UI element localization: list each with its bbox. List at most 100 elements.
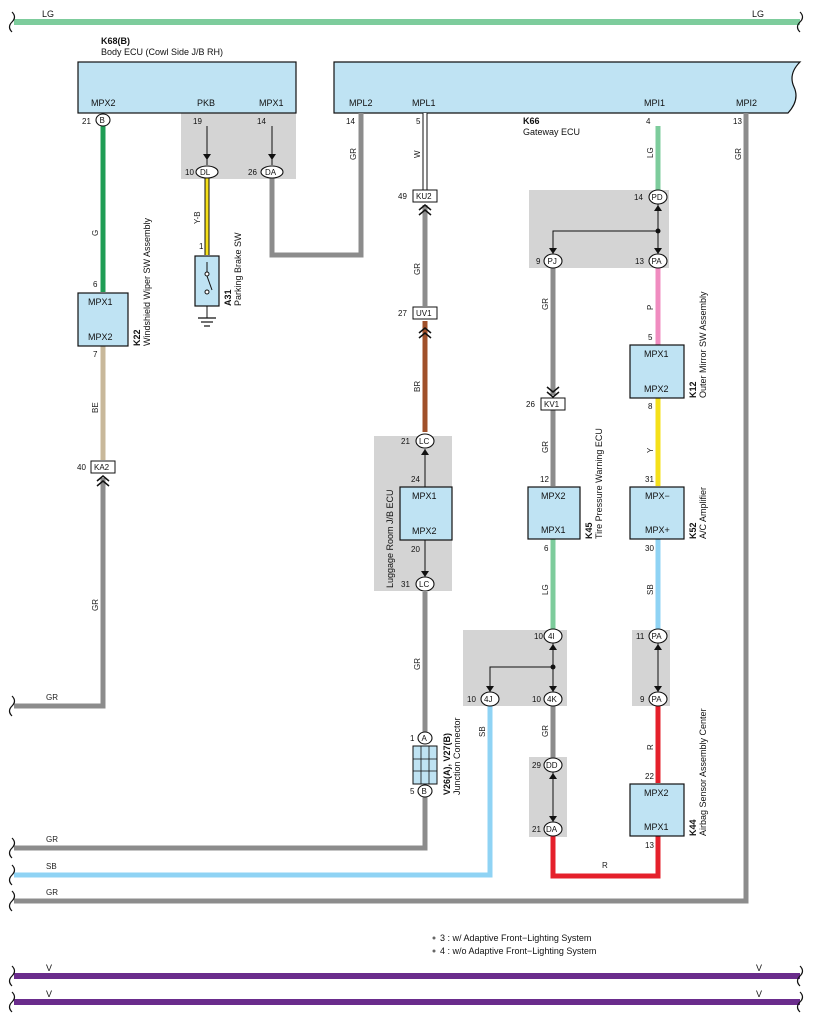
gateway-pin-14: 14 <box>346 117 355 126</box>
gateway-term-mpi2: MPI2 <box>736 98 757 108</box>
connector-pa-top-label: PA <box>652 257 663 266</box>
connector-dl: DL 10 <box>185 154 219 179</box>
v-bus-2-label-right: V <box>756 989 762 999</box>
junction-a-pin: 1 <box>410 734 415 743</box>
v-bus-2-label-left: V <box>46 989 52 999</box>
left-wire-ends: GR GR SB GR <box>8 693 58 912</box>
connector-pa-group: PA 11 PA 9 <box>636 628 668 707</box>
connector-lc-top-label: LC <box>419 437 429 446</box>
k52-code: K52 <box>688 522 698 539</box>
connector-pa-low-label: PA <box>652 695 663 704</box>
luggage-term-mpx1: MPX1 <box>412 491 437 501</box>
wire-label-gr-lc: GR <box>413 658 422 670</box>
k44-pin-13: 13 <box>645 841 654 850</box>
wire-label-r-bottom: R <box>602 861 608 870</box>
connector-da-pin: 26 <box>248 168 257 177</box>
connector-4k-pin: 10 <box>532 695 541 704</box>
k22-term-mpx2: MPX2 <box>88 332 113 342</box>
connector-da-label: DA <box>265 168 277 177</box>
connector-pa-low-pin: 9 <box>640 695 645 704</box>
luggage-pin-20: 20 <box>411 545 420 554</box>
notes: 3 : w/ Adaptive Front−Lighting System 4 … <box>432 933 596 956</box>
connector-4j-pin: 10 <box>467 695 476 704</box>
body-ecu-pin-19: 19 <box>193 117 202 126</box>
gateway-ecu-name: Gateway ECU <box>523 127 580 137</box>
k12-pin-5: 5 <box>648 333 653 342</box>
wire-label-gr-mpl2: GR <box>349 148 358 160</box>
k44-airbag-sensor: 22 MPX2 MPX1 13 K44 Airbag Sensor Assemb… <box>629 708 708 850</box>
left-label-gr2: GR <box>46 835 58 844</box>
connector-lc-top-pin: 21 <box>401 437 410 446</box>
junction-a-label: A <box>422 734 428 743</box>
body-ecu-term-mpx2: MPX2 <box>91 98 116 108</box>
note-2: 4 : w/o Adaptive Front−Lighting System <box>440 946 596 956</box>
k12-pin-8: 8 <box>648 402 653 411</box>
connector-dd-group: DD 29 DA 21 <box>532 757 563 837</box>
connector-pd-pin: 14 <box>634 193 643 202</box>
connector-uv1-label: UV1 <box>416 309 432 318</box>
connector-pj-pin: 9 <box>536 257 541 266</box>
k52-amplifier: 31 MPX− MPX+ 30 K52 A/C Amplifier <box>629 475 708 553</box>
connector-uv1-pin: 27 <box>398 309 407 318</box>
junction-code: V26(A), V27(B) <box>442 733 452 795</box>
left-label-gr1: GR <box>46 693 58 702</box>
wire-label-yb: Y-B <box>193 211 202 224</box>
junction-b-label: B <box>422 787 427 796</box>
wire-label-r-pa: R <box>646 744 655 750</box>
connector-dd-pin: 29 <box>532 761 541 770</box>
k12-term-mpx1: MPX1 <box>644 349 669 359</box>
wire-paths <box>14 113 749 904</box>
connector-kv1-pin: 26 <box>526 400 535 409</box>
connector-b-label: B <box>100 116 105 125</box>
connector-ka2-label: KA2 <box>94 463 110 472</box>
connector-lc-bot-label: LC <box>419 580 429 589</box>
parking-brake-pin: 1 <box>199 242 204 251</box>
wire-label-w: W <box>413 150 422 158</box>
connector-4i-pin: 10 <box>534 632 543 641</box>
connector-4i-group: 4I 10 4J 10 4K 10 <box>467 628 563 707</box>
gateway-ecu: MPL2 MPL1 MPI1 MPI2 14 5 4 13 K66 Gatewa… <box>333 61 802 137</box>
luggage-pin-24: 24 <box>411 475 420 484</box>
k12-name: Outer Mirror SW Assembly <box>698 291 708 398</box>
luggage-term-mpx2: MPX2 <box>412 526 437 536</box>
k45-term-mpx1: MPX1 <box>541 525 566 535</box>
gateway-term-mpi1: MPI1 <box>644 98 665 108</box>
connector-4i-label: 4I <box>548 632 555 641</box>
luggage-ecu-name: Luggage Room J/B ECU <box>385 489 395 588</box>
parking-brake-code: A31 <box>223 289 233 306</box>
k45-name: Tire Pressure Warning ECU <box>594 428 604 539</box>
gateway-ecu-code: K66 <box>523 116 540 126</box>
k45-pin-12: 12 <box>540 475 549 484</box>
k22-pin-7: 7 <box>93 350 98 359</box>
lg-bus-label-left: LG <box>42 9 54 19</box>
connector-pa-mid-label: PA <box>652 632 663 641</box>
junction-b-pin: 5 <box>410 787 415 796</box>
k45-ecu: 12 MPX2 MPX1 6 K45 Tire Pressure Warning… <box>527 428 604 553</box>
connector-kv1-label: KV1 <box>544 400 560 409</box>
junction-connector: A 1 B 5 V26(A), V27(B) Junction Connecto… <box>410 717 462 798</box>
connector-da2-label: DA <box>546 825 558 834</box>
k52-term-mpx-plus: MPX+ <box>645 525 670 535</box>
wire-label-gr-mpi2: GR <box>734 148 743 160</box>
wire-label-sb-4j: SB <box>478 726 487 737</box>
body-ecu-term-mpx1: MPX1 <box>259 98 284 108</box>
wire-label-gr-4k: GR <box>541 725 550 737</box>
gateway-term-mpl1: MPL1 <box>412 98 436 108</box>
wire-label-p: P <box>646 305 655 310</box>
parking-brake-sw: 1 A31 Parking Brake SW <box>194 232 243 327</box>
k52-pin-31: 31 <box>645 475 654 484</box>
k22-pin-6: 6 <box>93 280 98 289</box>
k12-term-mpx2: MPX2 <box>644 384 669 394</box>
wire-label-gr-kv1: GR <box>541 441 550 453</box>
connector-dd-label: DD <box>546 761 558 770</box>
k22-assembly: 6 MPX1 MPX2 7 K22 Windshield Wiper SW As… <box>77 217 152 359</box>
wire-label-br: BR <box>413 381 422 392</box>
body-ecu-pin-14: 14 <box>257 117 266 126</box>
gateway-term-mpl2: MPL2 <box>349 98 373 108</box>
k52-pin-30: 30 <box>645 544 654 553</box>
k45-pin-6: 6 <box>544 544 549 553</box>
k44-term-mpx1: MPX1 <box>644 822 669 832</box>
junction-name: Junction Connector <box>452 717 462 795</box>
